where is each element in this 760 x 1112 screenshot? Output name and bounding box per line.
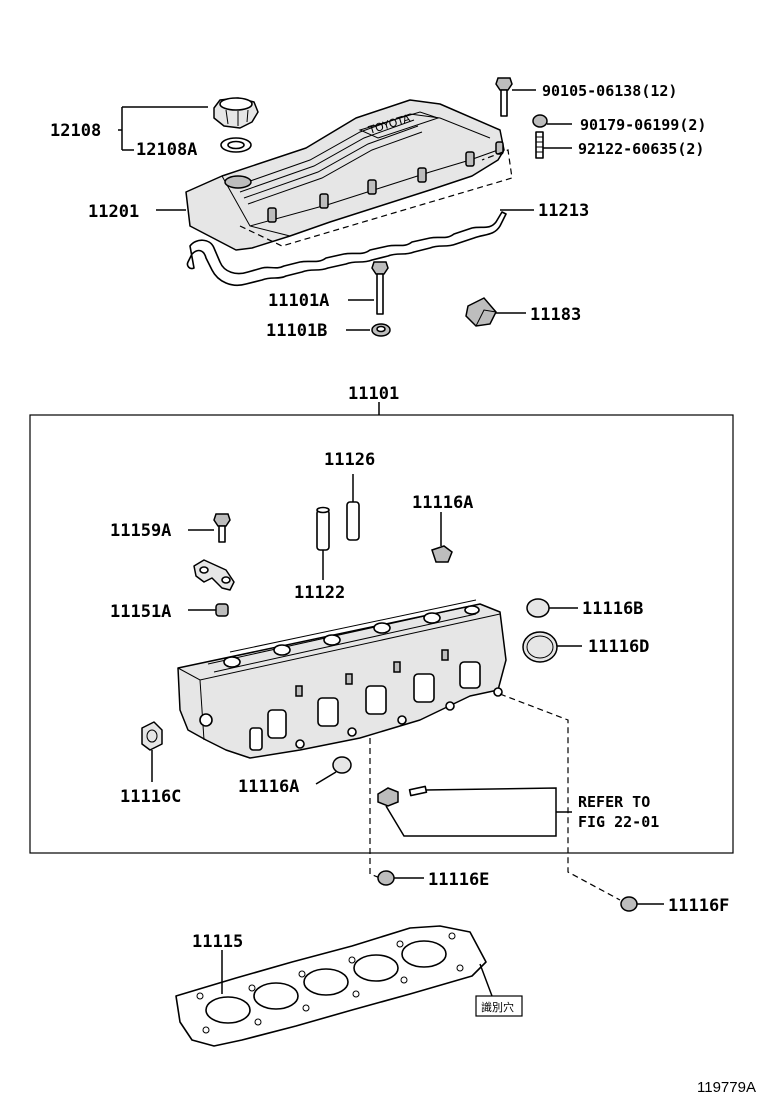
label-11116d: 11116D (588, 637, 649, 657)
valve-guide-icon-11122 (316, 506, 330, 551)
label-90105: 90105-06138(12) (542, 82, 677, 100)
label-11201: 11201 (88, 202, 139, 222)
label-refer-line2: FIG 22-01 (578, 813, 659, 831)
bolt-icon-90105 (495, 77, 513, 117)
label-11159a: 11159A (110, 521, 171, 541)
label-11101: 11101 (348, 384, 399, 404)
label-11116b: 11116B (582, 599, 643, 619)
label-11122: 11122 (294, 583, 345, 603)
bolt-icon-11159a (213, 513, 231, 543)
gasket-tag-box (475, 995, 523, 1017)
plug-icon-11116d (522, 631, 558, 663)
label-12108a: 12108A (136, 140, 197, 160)
figure-id: 119779A (697, 1079, 756, 1096)
label-90179: 90179-06199(2) (580, 116, 706, 134)
plug-icon-11116e (377, 870, 395, 886)
label-11183: 11183 (530, 305, 581, 325)
label-11101b: 11101B (266, 321, 327, 341)
washer-icon-90179 (532, 114, 548, 128)
label-92122: 92122-60635(2) (578, 140, 704, 158)
label-11116e: 11116E (428, 870, 489, 890)
cylinder-head-icon (177, 599, 507, 759)
sleeve-icon-11126 (346, 501, 360, 541)
label-11213: 11213 (538, 201, 589, 221)
label-11116f: 11116F (668, 896, 729, 916)
label-11116a-top: 11116A (412, 493, 473, 513)
stud-icon-92122 (535, 131, 544, 159)
plug-icon-11116a-bottom (332, 756, 352, 774)
dowel-icon-11151a (215, 603, 229, 617)
label-11116c: 11116C (120, 787, 181, 807)
label-11151a: 11151A (110, 602, 171, 622)
head-gasket-icon (175, 925, 487, 1047)
head-assembly-frame (29, 414, 734, 854)
valve-cover-icon: TOYOTA (185, 99, 507, 286)
cam-cap-icon (193, 559, 235, 591)
refer-parts-icon (377, 785, 428, 807)
label-refer-line1: REFER TO (578, 793, 650, 811)
washer-icon-11101b (371, 323, 391, 337)
label-11115: 11115 (192, 932, 243, 952)
label-12108: 12108 (50, 121, 101, 141)
plug-icon-11183 (465, 297, 497, 327)
bolt-icon-11101a (371, 261, 389, 315)
plug-icon-11116b (526, 598, 550, 618)
seal-icon-11116c (141, 721, 163, 751)
cap-gasket-icon (220, 137, 252, 153)
label-11126: 11126 (324, 450, 375, 470)
plug-icon-11116f (620, 896, 638, 912)
plug-icon-11116a-top (431, 545, 453, 563)
label-11116a-bottom: 11116A (238, 777, 299, 797)
label-gasket-tag: 識別穴 (481, 1000, 514, 1014)
oil-filler-cap-icon (213, 97, 259, 129)
label-11101a: 11101A (268, 291, 329, 311)
